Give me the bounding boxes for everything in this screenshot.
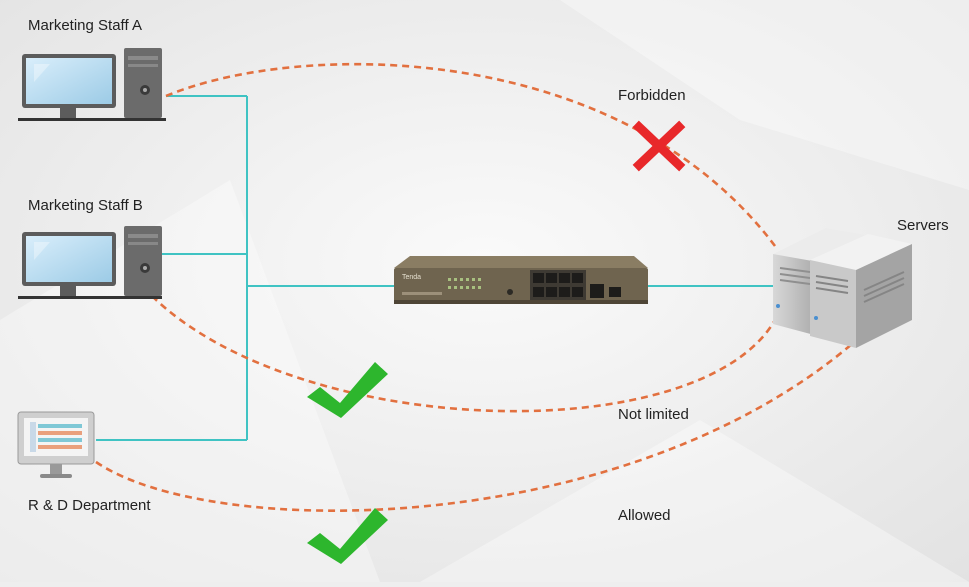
checkmark-icon xyxy=(307,508,388,564)
checkmark-icon xyxy=(307,362,388,418)
forbidden-path xyxy=(165,62,777,247)
not-limited-path xyxy=(151,295,777,413)
switch-icon: Tenda xyxy=(394,256,648,304)
switch-brand: Tenda xyxy=(402,274,421,281)
network-links xyxy=(96,95,773,441)
computer-icon-staff-a xyxy=(18,48,166,121)
allowed-label: Allowed xyxy=(618,507,671,524)
forbidden-label: Forbidden xyxy=(618,87,686,104)
x-icon xyxy=(632,120,686,172)
staff-a-label: Marketing Staff A xyxy=(28,17,142,34)
computer-icon-staff-b xyxy=(18,226,162,299)
servers-label: Servers xyxy=(897,217,949,234)
servers-icon xyxy=(773,228,912,348)
rd-label: R & D Department xyxy=(28,497,151,514)
staff-b-label: Marketing Staff B xyxy=(28,197,143,214)
monitor-icon-rd xyxy=(17,411,95,478)
allowed-path xyxy=(95,343,853,512)
not-limited-label: Not limited xyxy=(618,406,689,423)
